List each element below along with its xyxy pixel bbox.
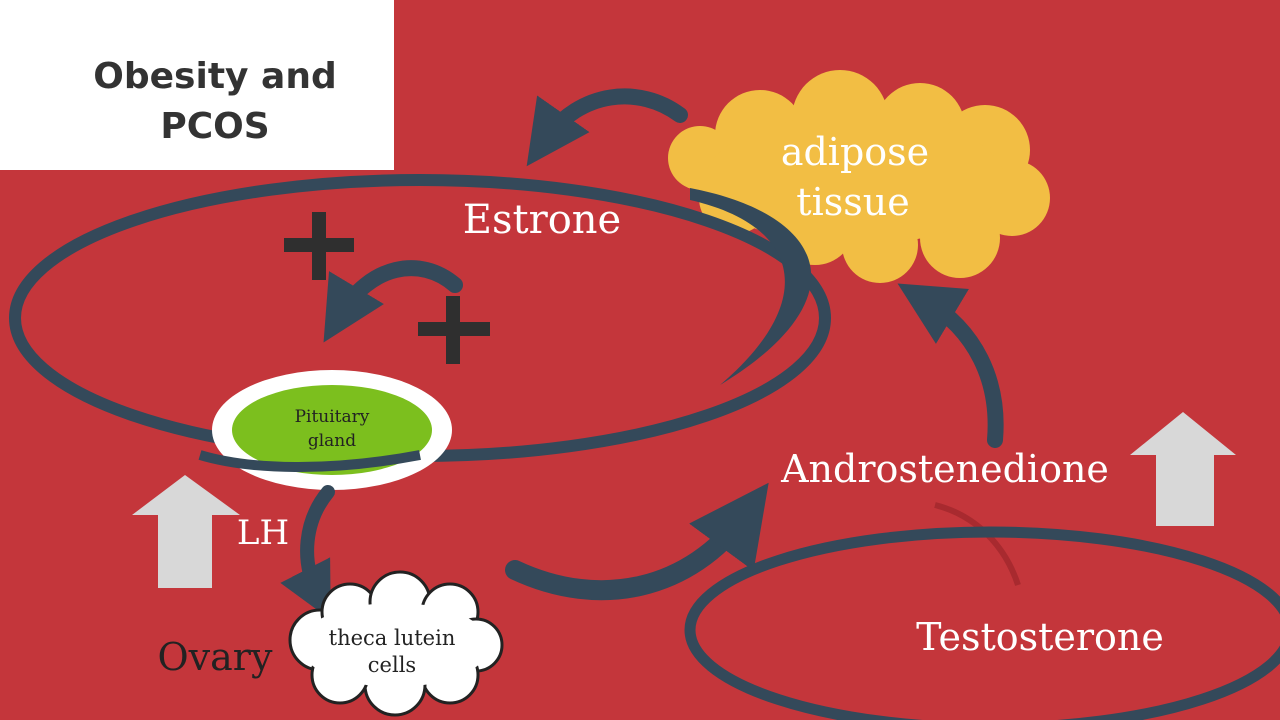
estrone-label: Estrone	[463, 197, 621, 243]
pituitary-label-line1: Pituitary	[295, 407, 370, 427]
testosterone-label: Testosterone	[916, 615, 1164, 659]
title-box	[0, 0, 394, 170]
adipose-label-line2: tissue	[796, 180, 909, 224]
arrow-to-pituitary	[323, 260, 463, 343]
faint-arrow-to-testosterone	[934, 502, 1021, 586]
adipose-label-line1: adipose	[781, 130, 929, 174]
arrow-adipose-to-estrone	[526, 88, 688, 167]
plus-sign-1	[284, 212, 354, 280]
up-arrow-androgens	[1130, 412, 1236, 526]
theca-cloud	[288, 570, 504, 717]
theca-label-line1: theca lutein	[329, 626, 456, 650]
up-arrow-lh	[132, 475, 240, 588]
loop-thick-stroke	[690, 188, 812, 385]
adipose-cloud	[668, 70, 1050, 283]
testosterone-loop	[684, 526, 1280, 720]
plus-sign-2	[418, 296, 490, 364]
arrow-ovary-to-androstenedione	[505, 482, 769, 601]
ovary-label: Ovary	[158, 635, 273, 679]
pituitary-label-line2: gland	[308, 431, 356, 451]
lh-label: LH	[237, 513, 289, 553]
theca-label-line2: cells	[368, 653, 416, 677]
arrow-lh-to-ovary	[280, 485, 335, 620]
arrow-androstenedione-to-adipose	[897, 283, 1004, 448]
slide-title: Obesity and PCOS	[93, 56, 337, 147]
pituitary-gland	[232, 385, 432, 475]
loop-overlap	[198, 450, 421, 472]
androstenedione-label: Androstenedione	[780, 447, 1109, 491]
